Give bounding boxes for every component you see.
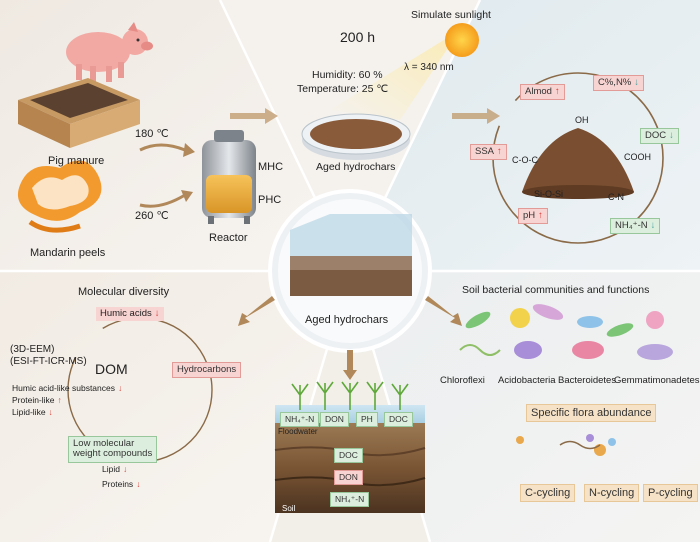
method-3d-eem: (3D-EEM) [10,344,55,355]
pig-manure-label: Pig manure [48,155,105,167]
ph-tag: pH [518,208,548,225]
cycling-molecules [516,434,616,456]
mhc-label: MHC [258,161,284,173]
aged-hydrochar-block [290,214,412,296]
mandarin-peels-label: Mandarin peels [30,247,106,259]
proteins-label: Proteins [102,479,140,489]
coc-label: C-O-C [512,155,538,165]
soil-don-tag: DON [334,470,363,486]
method-esi-ft-icr-ms: (ESI-FT-ICR-MS) [10,356,87,367]
bacteria-icons [459,304,673,360]
temperature-label: Temperature: 25 ℃ [297,83,389,95]
aged-hydrochars-top-label: Aged hydrochars [316,161,396,173]
cn-bond-label: C-N [608,192,624,202]
dom-label: DOM [95,361,128,377]
bacteroidetes-label: Bacteroidetes [558,375,617,386]
protein-like-label: Protein-like [12,395,62,405]
duration-label: 200 h [340,29,376,45]
lipid-label: Lipid [102,464,127,474]
reactor-icon [202,130,256,224]
soil-pile-icon [522,128,634,199]
humic-like-label: Humic acid-like substances [12,383,122,393]
floodwater-don-tag: DON [320,412,349,428]
cooh-label: COOH [624,152,651,162]
sunlight-label: Simulate sunlight [411,9,491,21]
c-cycling-tag: C-cycling [520,484,576,503]
rice-plants-icon [291,381,409,410]
molecular-diversity-title: Molecular diversity [78,286,170,298]
chloroflexi-label: Chloroflexi [440,375,485,386]
hydrocarbons-tag: Hydrocarbons [172,362,242,379]
lipid-like-label: Lipid-like [12,407,53,417]
phc-label: PHC [258,194,282,206]
acidobacteria-label: Acidobacteria [498,375,556,386]
wavelength-label: λ = 340 nm [404,62,454,73]
n-cycling-tag: N-cycling [584,484,640,503]
aged-hydrochars-center-label: Aged hydrochars [305,314,389,326]
specific-flora-tag: Specific flora abundance [526,404,657,423]
floodwater-nh4-tag: NH₄⁺-N [280,412,320,428]
pig-icon [66,22,153,82]
soil-label: Soil [282,504,296,513]
temp-180-label: 180 ℃ [135,128,169,140]
low-mw-tag: Low molecular weight compounds [68,436,158,463]
soil-nh4-tag: NH₄⁺-N [330,492,370,508]
floodwater-ph-tag: PH [356,412,378,428]
ssa-tag: SSA [470,144,507,161]
nh4-tag: NH₄⁺-N [610,218,661,235]
low-mw-line-2: weight compounds [73,448,153,460]
temp-260-label: 260 ℃ [135,210,169,222]
almod-tag: Almod [520,84,565,101]
doc-tag: DOC [640,128,679,145]
humidity-label: Humidity: 60 % [312,69,383,81]
sun-icon [445,23,479,57]
soil-doc-tag: DOC [334,448,363,464]
low-mw-line-1: Low molecular [73,438,135,449]
p-cycling-tag: P-cycling [643,484,698,503]
gemmatimonadetes-label: Gemmatimonadetes [614,375,700,386]
mandarin-peel-icon [17,160,102,233]
siosi-label: Si-O-Si [534,189,563,199]
petri-dish-icon [301,113,411,160]
reactor-label: Reactor [209,232,248,244]
floodwater-label: Floodwater [278,427,318,436]
floodwater-doc-tag: DOC [384,412,413,428]
manure-box [18,78,140,148]
cn-tag: C%,N% [593,75,645,92]
humic-acids-label: Humic acids [96,307,164,322]
bacteria-title: Soil bacterial communities and functions [462,284,650,296]
oh-label: OH [575,115,589,125]
